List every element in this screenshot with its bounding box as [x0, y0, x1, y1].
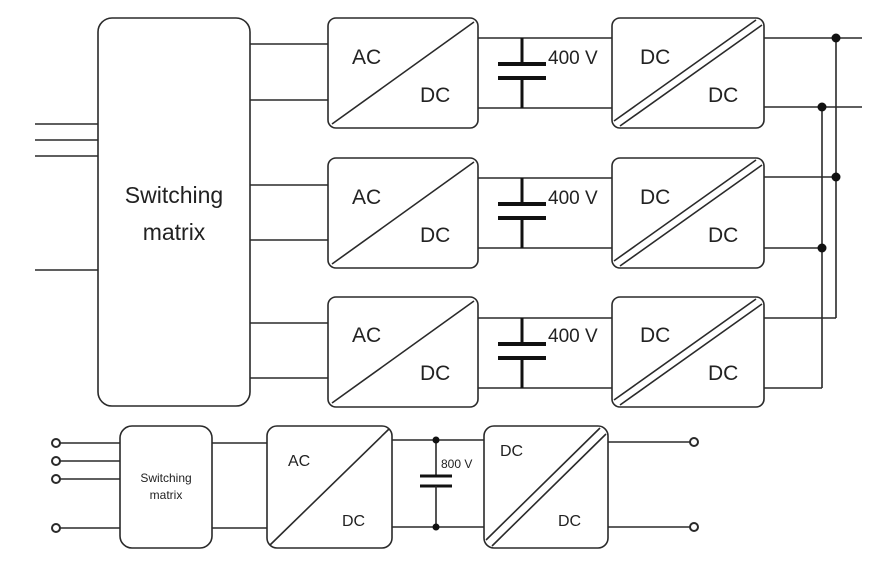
- bottom-matrix-label-line1: Switching: [140, 471, 191, 485]
- terminal-circle: [689, 437, 699, 447]
- bottom-switching-matrix: Switching matrix: [119, 425, 213, 549]
- bottom-acdc-in-label: AC: [288, 453, 310, 470]
- top-row-2-acdc-in-label: AC: [352, 186, 381, 209]
- terminal-circle: [51, 474, 61, 484]
- top-row-2-acdc-converter: AC DC: [327, 157, 479, 269]
- top-row-2-dcdc-out-label: DC: [708, 224, 738, 247]
- bottom-input-terminals: [51, 438, 120, 533]
- bottom-dcdc-converter: DC DC: [483, 425, 609, 549]
- top-switching-matrix: Switching matrix: [97, 17, 251, 407]
- bottom-capacitor: 800 V: [420, 436, 472, 531]
- junction-dot: [432, 523, 440, 531]
- top-row-2: AC DC 400 V DC DC: [250, 157, 836, 269]
- top-row-1-dcdc-converter: DC DC: [611, 17, 765, 129]
- bottom-acdc-converter: AC DC: [266, 425, 393, 549]
- bottom-acdc-out-label: DC: [342, 513, 365, 530]
- junction-dot: [831, 172, 841, 182]
- top-row-3-capacitor: 400 V: [498, 318, 598, 388]
- top-matrix-label-line1: Switching: [125, 182, 223, 208]
- bottom-dcdc-in-label: DC: [500, 443, 523, 460]
- top-row-3: AC DC 400 V DC DC: [250, 296, 836, 408]
- bottom-matrix-label-line2: matrix: [150, 488, 183, 502]
- top-row-1-acdc-out-label: DC: [420, 84, 450, 107]
- top-row-1: AC DC 400 V DC DC: [250, 17, 862, 129]
- top-row-2-cap-label: 400 V: [548, 188, 598, 209]
- junction-dot: [432, 436, 440, 444]
- terminal-circle: [51, 456, 61, 466]
- top-output-bus: [817, 33, 841, 388]
- bottom-dcdc-out-label: DC: [558, 513, 581, 530]
- junction-dot: [831, 33, 841, 43]
- terminal-circle: [689, 522, 699, 532]
- top-row-2-capacitor: 400 V: [498, 178, 598, 248]
- bottom-output-terminals: [608, 437, 699, 532]
- top-row-1-dcdc-out-label: DC: [708, 84, 738, 107]
- top-matrix-label-line2: matrix: [143, 219, 206, 245]
- junction-dot: [817, 102, 827, 112]
- top-row-3-dcdc-out-label: DC: [708, 362, 738, 385]
- top-row-1-cap-label: 400 V: [548, 48, 598, 69]
- top-row-3-cap-label: 400 V: [548, 326, 598, 347]
- terminal-circle: [51, 523, 61, 533]
- top-row-3-acdc-converter: AC DC: [327, 296, 479, 408]
- top-row-2-dcdc-converter: DC DC: [611, 157, 765, 269]
- top-row-1-acdc-converter: AC DC: [327, 17, 479, 129]
- top-row-1-dcdc-in-label: DC: [640, 46, 670, 69]
- junction-dot: [817, 243, 827, 253]
- top-row-3-dcdc-in-label: DC: [640, 324, 670, 347]
- terminal-circle: [51, 438, 61, 448]
- top-row-1-acdc-in-label: AC: [352, 46, 381, 69]
- top-input-lines: [35, 123, 98, 271]
- top-row-3-dcdc-converter: DC DC: [611, 296, 765, 408]
- top-row-1-capacitor: 400 V: [498, 38, 598, 108]
- top-row-3-acdc-in-label: AC: [352, 324, 381, 347]
- top-row-3-acdc-out-label: DC: [420, 362, 450, 385]
- bottom-cap-label: 800 V: [441, 457, 472, 471]
- top-row-2-acdc-out-label: DC: [420, 224, 450, 247]
- top-row-2-dcdc-in-label: DC: [640, 186, 670, 209]
